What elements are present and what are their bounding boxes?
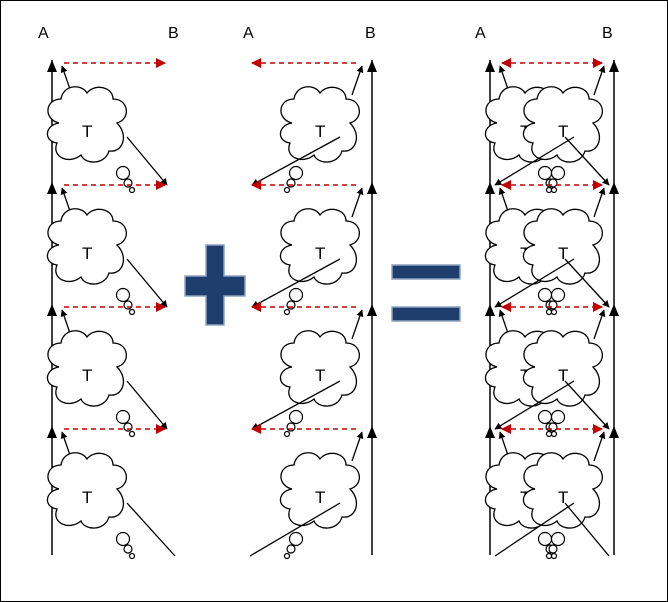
thought-bubble — [128, 308, 136, 316]
up-arrow-head — [609, 182, 619, 194]
thought-bubble — [288, 409, 304, 425]
thought-bubble — [115, 409, 131, 425]
up-arrow-head — [609, 304, 619, 316]
thought-bubble — [545, 186, 553, 194]
thought-bubble — [123, 544, 133, 554]
thought-bubble — [283, 430, 291, 438]
diagonal-arrow — [251, 380, 341, 430]
diagonal-arrow — [351, 431, 364, 462]
thought-bubble — [128, 430, 136, 438]
thought-bubble — [128, 552, 136, 560]
cloud-label: T — [558, 244, 568, 263]
thought-bubble — [283, 308, 291, 316]
thought-bubble — [537, 165, 553, 181]
up-arrow-head — [367, 426, 377, 438]
cloud-label: T — [315, 488, 325, 507]
mid-label-b: B — [365, 25, 376, 42]
up-arrow-head — [609, 60, 619, 72]
left-label-a: A — [38, 25, 49, 42]
cloud-label: T — [558, 366, 568, 385]
diagonal-arrow — [126, 136, 168, 186]
diagonal-arrow — [494, 380, 575, 430]
thought-bubble — [545, 308, 553, 316]
diagonal-arrow — [564, 136, 610, 186]
thought-bubble — [288, 287, 304, 303]
cloud-label: T — [315, 122, 325, 141]
up-arrow-head — [47, 304, 57, 316]
thought-bubble — [545, 552, 553, 560]
thought-bubble — [537, 287, 553, 303]
diagonal-arrow — [564, 380, 610, 430]
diagonal-arrow — [564, 258, 610, 308]
diagonal-arrow — [494, 136, 575, 186]
diagonal-arrow — [251, 258, 341, 308]
cloud-label: T — [315, 244, 325, 263]
up-arrow-head — [47, 426, 57, 438]
thought-bubble — [550, 287, 566, 303]
thought-bubble — [545, 430, 553, 438]
thought-bubble — [283, 186, 291, 194]
diagonal-arrow — [351, 187, 364, 218]
diagonal-arrow — [351, 309, 364, 340]
thought-bubble — [550, 165, 566, 181]
diagonal-arrow — [126, 258, 168, 308]
up-arrow-head — [47, 182, 57, 194]
left-label-b: B — [168, 25, 179, 42]
cloud-label: T — [82, 488, 92, 507]
diagram-panels: TTTTTTTTTTTTTTTT — [46, 58, 619, 560]
up-arrow-head — [367, 182, 377, 194]
cloud-label: T — [558, 122, 568, 141]
thought-bubble — [550, 308, 558, 316]
diagonal-line — [249, 502, 341, 557]
diagonal-arrow — [351, 65, 364, 96]
thought-bubble — [128, 186, 136, 194]
cloud-label: T — [82, 244, 92, 263]
up-arrow-head — [367, 304, 377, 316]
diagonal-arrow — [126, 380, 168, 430]
diagonal-arrow — [593, 187, 606, 218]
thought-bubble — [115, 287, 131, 303]
thought-bubble — [550, 409, 566, 425]
up-arrow-head — [47, 60, 57, 72]
thought-bubble — [550, 531, 566, 547]
thought-bubble — [286, 544, 296, 554]
up-arrow-head — [367, 60, 377, 72]
diagonal-line — [494, 502, 575, 557]
diagonal-arrow — [593, 431, 606, 462]
plus-operator — [184, 244, 246, 326]
thought-bubble — [537, 531, 553, 547]
thought-bubble — [550, 552, 558, 560]
diagonal-arrow — [494, 258, 575, 308]
diagonal-arrow — [593, 309, 606, 340]
thought-bubble — [537, 409, 553, 425]
equals-operator — [391, 264, 461, 322]
diagonal-line — [564, 502, 610, 557]
up-arrow-head — [609, 426, 619, 438]
up-arrow-head — [485, 60, 495, 72]
diagonal-line — [126, 502, 176, 557]
thought-bubble — [548, 544, 558, 554]
thought-bubble — [288, 531, 304, 547]
diagonal-arrow — [593, 65, 606, 96]
up-arrow-head — [485, 426, 495, 438]
thought-bubble — [550, 430, 558, 438]
thought-bubble — [115, 531, 131, 547]
thought-bubble — [288, 165, 304, 181]
thought-bubble — [550, 186, 558, 194]
mid-label-a: A — [243, 25, 254, 42]
cloud-label: T — [82, 366, 92, 385]
up-arrow-head — [485, 304, 495, 316]
diagonal-arrow — [251, 136, 341, 186]
thought-bubble — [283, 552, 291, 560]
up-arrow-head — [485, 182, 495, 194]
cloud-label: T — [82, 122, 92, 141]
cloud-label: T — [558, 488, 568, 507]
right-label-b: B — [602, 25, 613, 42]
cloud-label: T — [315, 366, 325, 385]
thought-bubble — [115, 165, 131, 181]
right-label-a: A — [475, 25, 486, 42]
